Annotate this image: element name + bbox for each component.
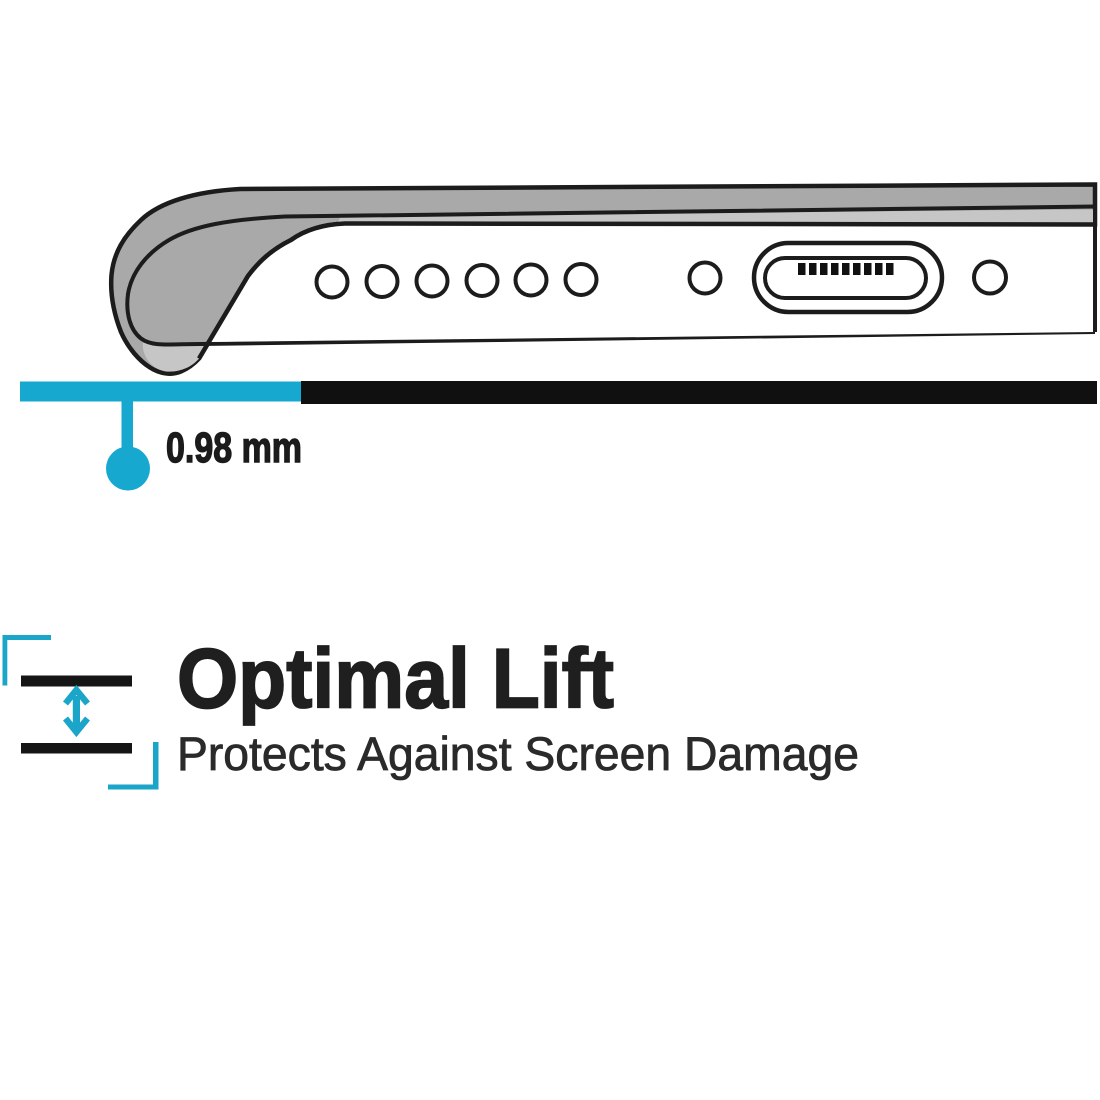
svg-text:Optimal Lift: Optimal Lift [177, 632, 614, 726]
svg-text:Protects Against Screen Damage: Protects Against Screen Damage [177, 727, 859, 780]
svg-text:0.98 mm: 0.98 mm [166, 424, 302, 472]
